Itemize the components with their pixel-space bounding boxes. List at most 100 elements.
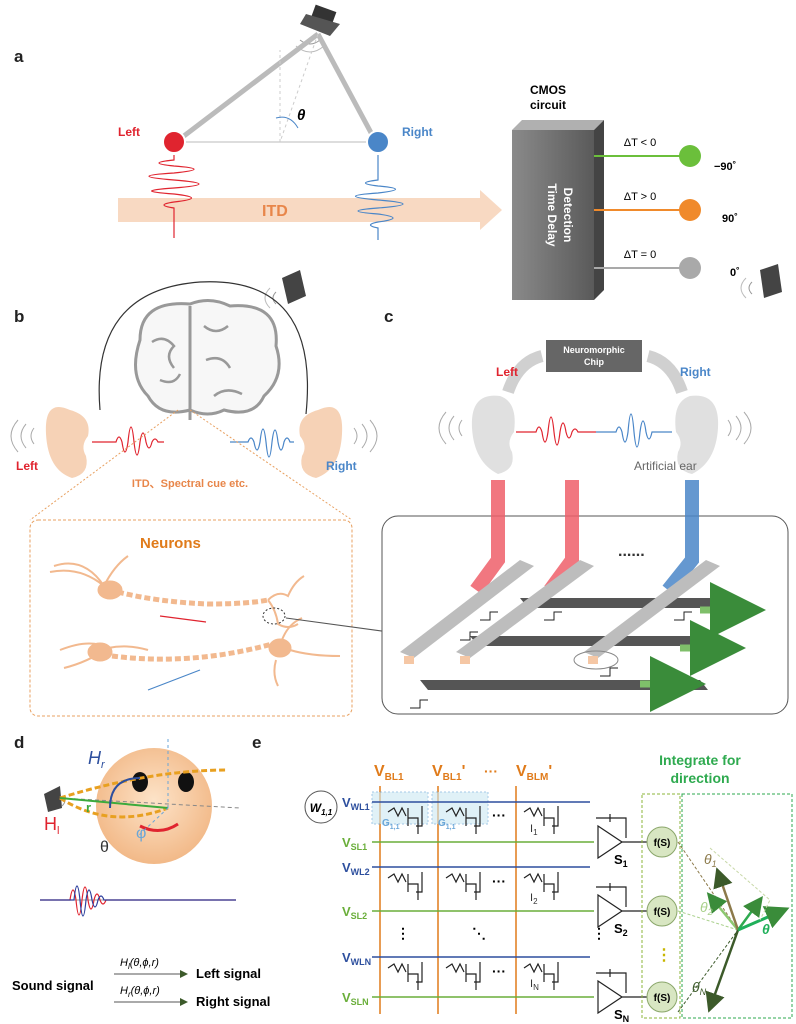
sound-signal-label: Sound signal (12, 978, 94, 993)
i1-label: I1 (530, 823, 538, 837)
fs-circle-2 (646, 895, 678, 927)
panel-label-a: a (14, 47, 24, 66)
panel-label-e: e (252, 733, 261, 752)
artificial-ear-left (471, 395, 515, 474)
artificial-ear-right (675, 395, 719, 474)
left-signal-label: Left signal (196, 966, 261, 981)
thetaN-label: θN (692, 979, 707, 997)
neuron-shapes (49, 555, 341, 687)
theta-label: θ (297, 107, 306, 124)
opamps (596, 814, 648, 1015)
row-dots-1: ⋮ (396, 925, 410, 941)
right-label-b: Right (326, 459, 357, 473)
itd-arrow (118, 198, 480, 222)
right-label: Right (402, 125, 433, 139)
cmos-title-2: circuit (530, 98, 566, 112)
cell-dots-1: ··· (492, 807, 506, 823)
chip-line2: Chip (584, 357, 604, 367)
speaker-icon-b (264, 270, 306, 309)
itd-label: ITD (262, 203, 288, 220)
brain-icon (134, 299, 281, 420)
vwl1-label: VWL1 (342, 795, 370, 812)
panel-label-b: b (14, 307, 24, 326)
cmos-title-1: CMOS (530, 83, 566, 97)
theta-result-label: θ (762, 921, 770, 937)
vbl1p-label: VBL1' (432, 763, 465, 783)
cond-2: ΔT > 0 (624, 191, 657, 203)
neurons-title: Neurons (140, 535, 201, 552)
panel-a: a θ ITD Left Right CMOS circuit (14, 4, 782, 300)
angle-3: 0˚ (730, 267, 740, 279)
output-dot-90 (679, 199, 701, 221)
vblm-label: VBLM' (516, 763, 552, 783)
artificial-ear-label: Artificial ear (634, 459, 697, 473)
cell-dots-2: ··· (492, 873, 506, 889)
right-ear (299, 407, 343, 478)
direction-vectors (677, 841, 790, 1013)
panel-b: b Left Right ITD、Spectral cue etc. (10, 270, 581, 717)
crossbar-array (400, 560, 766, 712)
box-line1: Time Delay (545, 183, 559, 246)
right-signal-wave (40, 885, 236, 917)
cond-1: ΔT < 0 (624, 137, 657, 149)
cond-3: ΔT = 0 (624, 249, 657, 261)
neurons-box (29, 519, 353, 717)
box-line2: Detection (561, 188, 575, 243)
s1-label: S1 (614, 852, 628, 869)
theta1-label: θ1 (704, 851, 717, 869)
output-dot-neg90 (679, 145, 701, 167)
right-label-c: Right (680, 365, 711, 379)
left-label-c: Left (496, 365, 518, 379)
speaker-icon-small (740, 264, 782, 299)
neuromorphic-chip (546, 340, 642, 372)
row-dots-3: ⋮ (592, 925, 606, 941)
theta2-label: θ2 (700, 899, 713, 917)
left-signal-wave (40, 886, 236, 916)
panel-e: e VBL1 VBL1' ··· VBLM' Integrate for dir… (252, 733, 793, 1024)
time-delay-box (512, 130, 594, 300)
right-mic (366, 130, 390, 154)
output-dot-0 (679, 257, 701, 279)
g11-label-1: G1,1 (382, 818, 400, 831)
sn-label: SN (614, 1007, 629, 1024)
g11-label-2: G1,1 (438, 818, 456, 831)
w11-circle (304, 790, 338, 824)
s2-label: S2 (614, 921, 628, 938)
vbl1-label: VBL1 (374, 763, 404, 783)
hr-label: Hr (88, 748, 106, 771)
vwl2-label: VWL2 (342, 860, 370, 877)
angle-1: −90˚ (714, 161, 736, 173)
panel-d: d Hr Hl r θ φ Sound signal Hl(θ,ϕ,r) Lef… (12, 733, 270, 1009)
left-label: Left (118, 125, 140, 139)
left-ear (45, 407, 89, 478)
left-wave-b (92, 426, 164, 456)
left-wave-c (516, 416, 596, 446)
cell-dots-3: ··· (492, 963, 506, 979)
right-waveform (354, 155, 404, 240)
r-label: r (86, 800, 91, 815)
integrate-title-2: direction (670, 770, 729, 786)
vsln-label: VSLN (342, 990, 369, 1007)
hl-func: Hl(θ,ϕ,r) (120, 957, 159, 971)
panel-label-c: c (384, 307, 393, 326)
left-mic (162, 130, 186, 154)
right-wave-b (230, 428, 294, 458)
fs-dots: ⋮ (656, 947, 672, 964)
integrate-title-1: Integrate for (659, 752, 741, 768)
ellipsis-c: ...... (618, 543, 645, 560)
memristor-cells (387, 806, 559, 990)
left-label-b: Left (16, 459, 38, 473)
right-wave-c (596, 413, 672, 448)
cue-label: ITD、Spectral cue etc. (132, 478, 248, 490)
row-dots-2: ⋱ (472, 925, 486, 941)
col-dots: ··· (484, 763, 498, 779)
left-waveform (148, 155, 200, 238)
vsl2-label: VSL2 (342, 904, 367, 921)
chip-line1: Neuromorphic (563, 345, 625, 355)
w11-label: W1,1 (310, 801, 333, 817)
hr-func: Hr(θ,ϕ,r) (120, 985, 160, 999)
fs-label-1: f(S) (654, 838, 671, 849)
vwln-label: VWLN (342, 950, 371, 967)
theta-label-d: θ (100, 839, 109, 856)
